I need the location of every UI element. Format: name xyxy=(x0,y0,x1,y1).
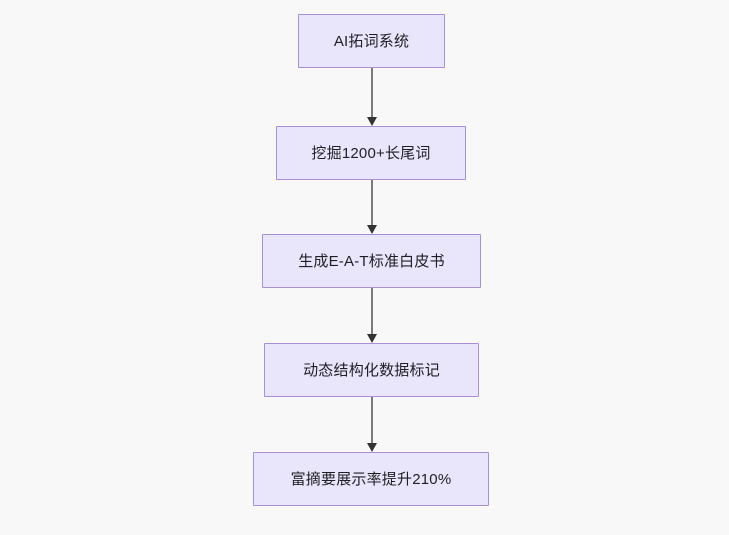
flow-edge xyxy=(366,180,377,234)
edge-line xyxy=(371,180,373,226)
edge-line xyxy=(371,397,373,444)
edge-line xyxy=(371,288,373,335)
arrowhead-icon xyxy=(366,117,377,126)
flow-node-label: 挖掘1200+长尾词 xyxy=(311,144,431,162)
flow-node-label: 动态结构化数据标记 xyxy=(303,361,440,379)
flow-node[interactable]: 挖掘1200+长尾词 xyxy=(276,126,466,180)
flow-node-label: 生成E-A-T标准白皮书 xyxy=(298,252,445,270)
flow-node[interactable]: AI拓词系统 xyxy=(298,14,445,68)
arrowhead-icon xyxy=(366,443,377,452)
edge-line xyxy=(371,68,373,118)
flow-edge xyxy=(366,397,377,452)
flow-node[interactable]: 动态结构化数据标记 xyxy=(264,343,479,397)
flow-node[interactable]: 生成E-A-T标准白皮书 xyxy=(262,234,481,288)
flow-node[interactable]: 富摘要展示率提升210% xyxy=(253,452,489,506)
arrowhead-icon xyxy=(366,225,377,234)
flow-edge xyxy=(366,288,377,343)
arrowhead-icon xyxy=(366,334,377,343)
flow-edge xyxy=(366,68,377,126)
flow-node-label: 富摘要展示率提升210% xyxy=(290,470,452,488)
flow-node-label: AI拓词系统 xyxy=(333,32,410,50)
